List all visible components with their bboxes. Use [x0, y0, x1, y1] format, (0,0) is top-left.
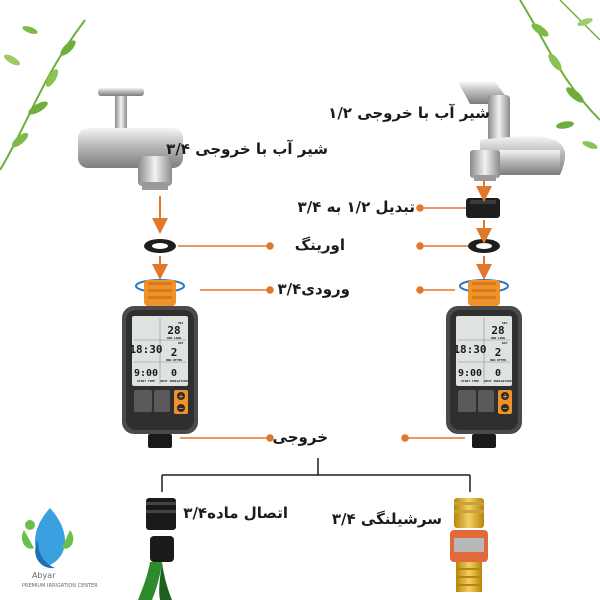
- timer-outlet: [148, 434, 172, 448]
- lcd-start-time: START TIME: [461, 379, 479, 383]
- lcd-start: 9:00: [458, 368, 482, 379]
- right-faucet: [458, 82, 566, 181]
- lcd-sec-tag: SEC: [502, 321, 508, 325]
- lcd-seconds: 28: [167, 324, 180, 337]
- label-oring: اورینگ: [294, 236, 345, 254]
- minus-icon: −: [502, 405, 508, 413]
- left-faucet: [78, 88, 183, 190]
- leader-lines: [178, 204, 468, 442]
- oring-left: [144, 239, 176, 253]
- timer-mode-button[interactable]: [458, 390, 476, 412]
- timer-outlet: [472, 434, 496, 448]
- lcd-clock: 18:30: [129, 343, 162, 356]
- timer-plus-button[interactable]: [501, 392, 509, 400]
- label-left-faucet: شیر آب با خروجی ۳/۴: [166, 140, 328, 158]
- label-right-faucet: شیر آب با خروجی ۱/۲: [328, 104, 490, 122]
- lcd-how-often: HOW OFTEN: [166, 358, 182, 362]
- lcd-next: 0: [495, 368, 501, 379]
- lcd-clock: 18:30: [453, 343, 486, 356]
- lcd-sec-tag: SEC: [178, 321, 184, 325]
- inlet-coupler: [468, 280, 500, 306]
- hose-tip-connector: [450, 498, 488, 592]
- female-connector: [138, 498, 176, 600]
- label-hose-tip: سرشیلنگی ۳/۴: [331, 510, 442, 528]
- adapter-part: [466, 198, 500, 218]
- timer-minus-button[interactable]: [501, 404, 509, 412]
- leaf-decoration-left: [0, 19, 86, 171]
- timer-set-button[interactable]: [154, 390, 170, 412]
- logo-tagline: PREMIUM IRRIGATION CENTER: [22, 583, 98, 589]
- lcd-how-often: HOW OFTEN: [490, 358, 506, 362]
- timer-mode-button[interactable]: [134, 390, 152, 412]
- timer-plus-button[interactable]: [177, 392, 185, 400]
- timer-set-button[interactable]: [478, 390, 494, 412]
- label-adapter: تبدیل ۱/۲ به ۳/۴: [297, 198, 415, 216]
- logo-brand: Abyar: [32, 571, 56, 580]
- lcd-seconds: 28: [491, 324, 504, 337]
- lcd-next-irrigation: NEXT IRRIGATION: [484, 379, 511, 383]
- inlet-coupler: [144, 280, 176, 306]
- leaf-decoration-right: [519, 0, 600, 149]
- lcd-next-irrigation: NEXT IRRIGATION: [160, 379, 187, 383]
- lcd-start: 9:00: [134, 368, 158, 379]
- lcd-days: 2: [171, 346, 178, 359]
- lcd-next: 0: [171, 368, 177, 379]
- output-bracket: [161, 458, 471, 492]
- oring-right: [468, 239, 500, 253]
- lcd-how-long: HOW LONG: [491, 336, 506, 340]
- label-inlet: ورودی۳/۴: [277, 280, 350, 298]
- label-outlet: خروجی: [272, 428, 328, 446]
- lcd-day-tag: DAY: [502, 341, 508, 345]
- timer-minus-button[interactable]: [177, 404, 185, 412]
- minus-icon: −: [178, 405, 184, 413]
- lcd-start-time: START TIME: [137, 379, 155, 383]
- label-male-connector: اتصال ماده۳/۴: [183, 504, 288, 522]
- plus-icon: +: [178, 393, 184, 401]
- plus-icon: +: [502, 393, 508, 401]
- lcd-how-long: HOW LONG: [167, 336, 182, 340]
- lcd-days: 2: [495, 346, 502, 359]
- lcd-day-tag: DAY: [178, 341, 184, 345]
- brand-logo-icon: [21, 508, 74, 569]
